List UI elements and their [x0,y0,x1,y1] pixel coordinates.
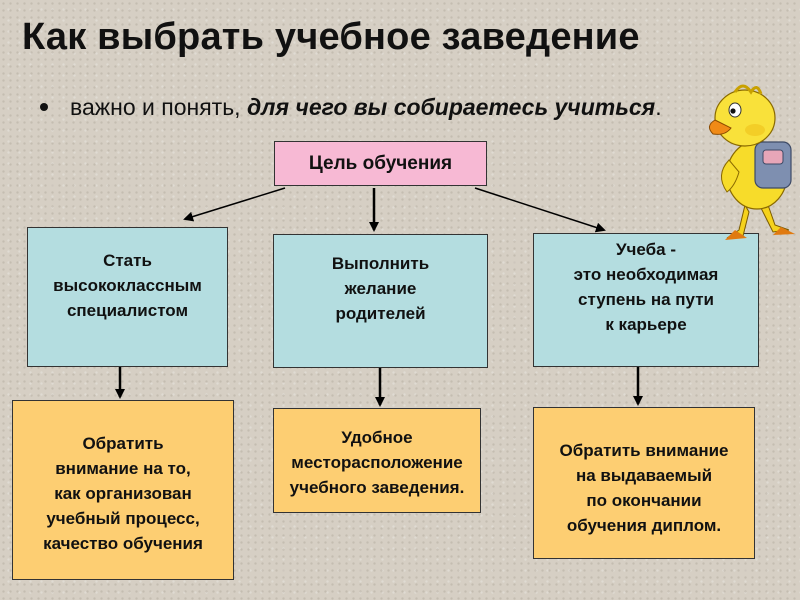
bullet-text-normal: важно и понять, [70,94,247,120]
arrow-goal-to-reason-1 [183,187,286,222]
bullet-dot-icon [40,103,48,111]
advice-box-process: Обратить внимание на то, как организован… [12,400,234,580]
reason-box-parents: Выполнить желание родителей [273,234,488,368]
bullet-text: важно и понять, для чего вы собираетесь … [70,90,730,124]
page-title: Как выбрать учебное заведение [22,16,640,58]
reason-box-career: Учеба - это необходимая ступень на пути … [533,233,759,367]
cartoon-duck-icon [709,84,795,240]
goal-box: Цель обучения [274,141,487,186]
advice-box-location: Удобное месторасположение учебного завед… [273,408,481,513]
arrow-goal-to-reason-3 [474,187,606,233]
bullet-text-emphasis: для чего вы собираетесь учиться [246,94,656,120]
bullet-text-end: . [655,94,662,120]
advice-box-diploma: Обратить внимание на выдаваемый по оконч… [533,407,755,559]
reason-box-specialist: Стать высококлассным специалистом [27,227,228,367]
